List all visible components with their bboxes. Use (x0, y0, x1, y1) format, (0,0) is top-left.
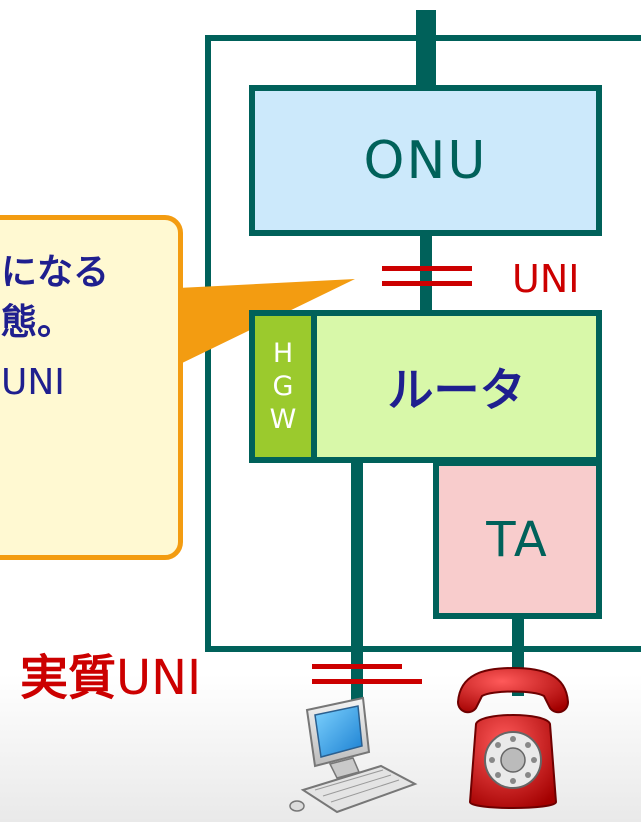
callout-line-2: 態。 (1, 302, 74, 343)
callout-line-1: になる (1, 252, 110, 293)
effective-uni-bottom-bar (312, 679, 422, 684)
effective-uni-prefix: 実質 (20, 650, 117, 706)
router-pc-line (351, 460, 363, 700)
hgw-box: H G W (249, 310, 317, 463)
uni-marker-top-bar (382, 266, 472, 271)
incoming-fiber-line (416, 10, 436, 88)
effective-uni-top-bar (312, 664, 402, 669)
effective-uni-suffix: UNI (116, 650, 202, 706)
hgw-letter-g: G (272, 371, 294, 402)
uni-label: UNI (512, 257, 580, 301)
router-label: ルータ (387, 362, 526, 417)
explanation-callout: になる 態。 UNI (0, 215, 183, 560)
onu-router-line (420, 232, 432, 314)
ta-box: TA (433, 460, 602, 619)
hgw-letter-w: W (269, 404, 297, 435)
hgw-letter-h: H (272, 338, 294, 369)
onu-box: ONU (249, 85, 602, 236)
uni-marker-bottom-bar (382, 281, 472, 286)
effective-uni-label: 実質UNI (20, 648, 201, 708)
onu-label: ONU (363, 130, 488, 191)
ta-label: TA (486, 511, 549, 568)
telephone-icon (456, 666, 570, 809)
router-box: ルータ (311, 310, 602, 463)
callout-line-3: UNI (1, 362, 65, 403)
computer-icon (289, 696, 418, 814)
